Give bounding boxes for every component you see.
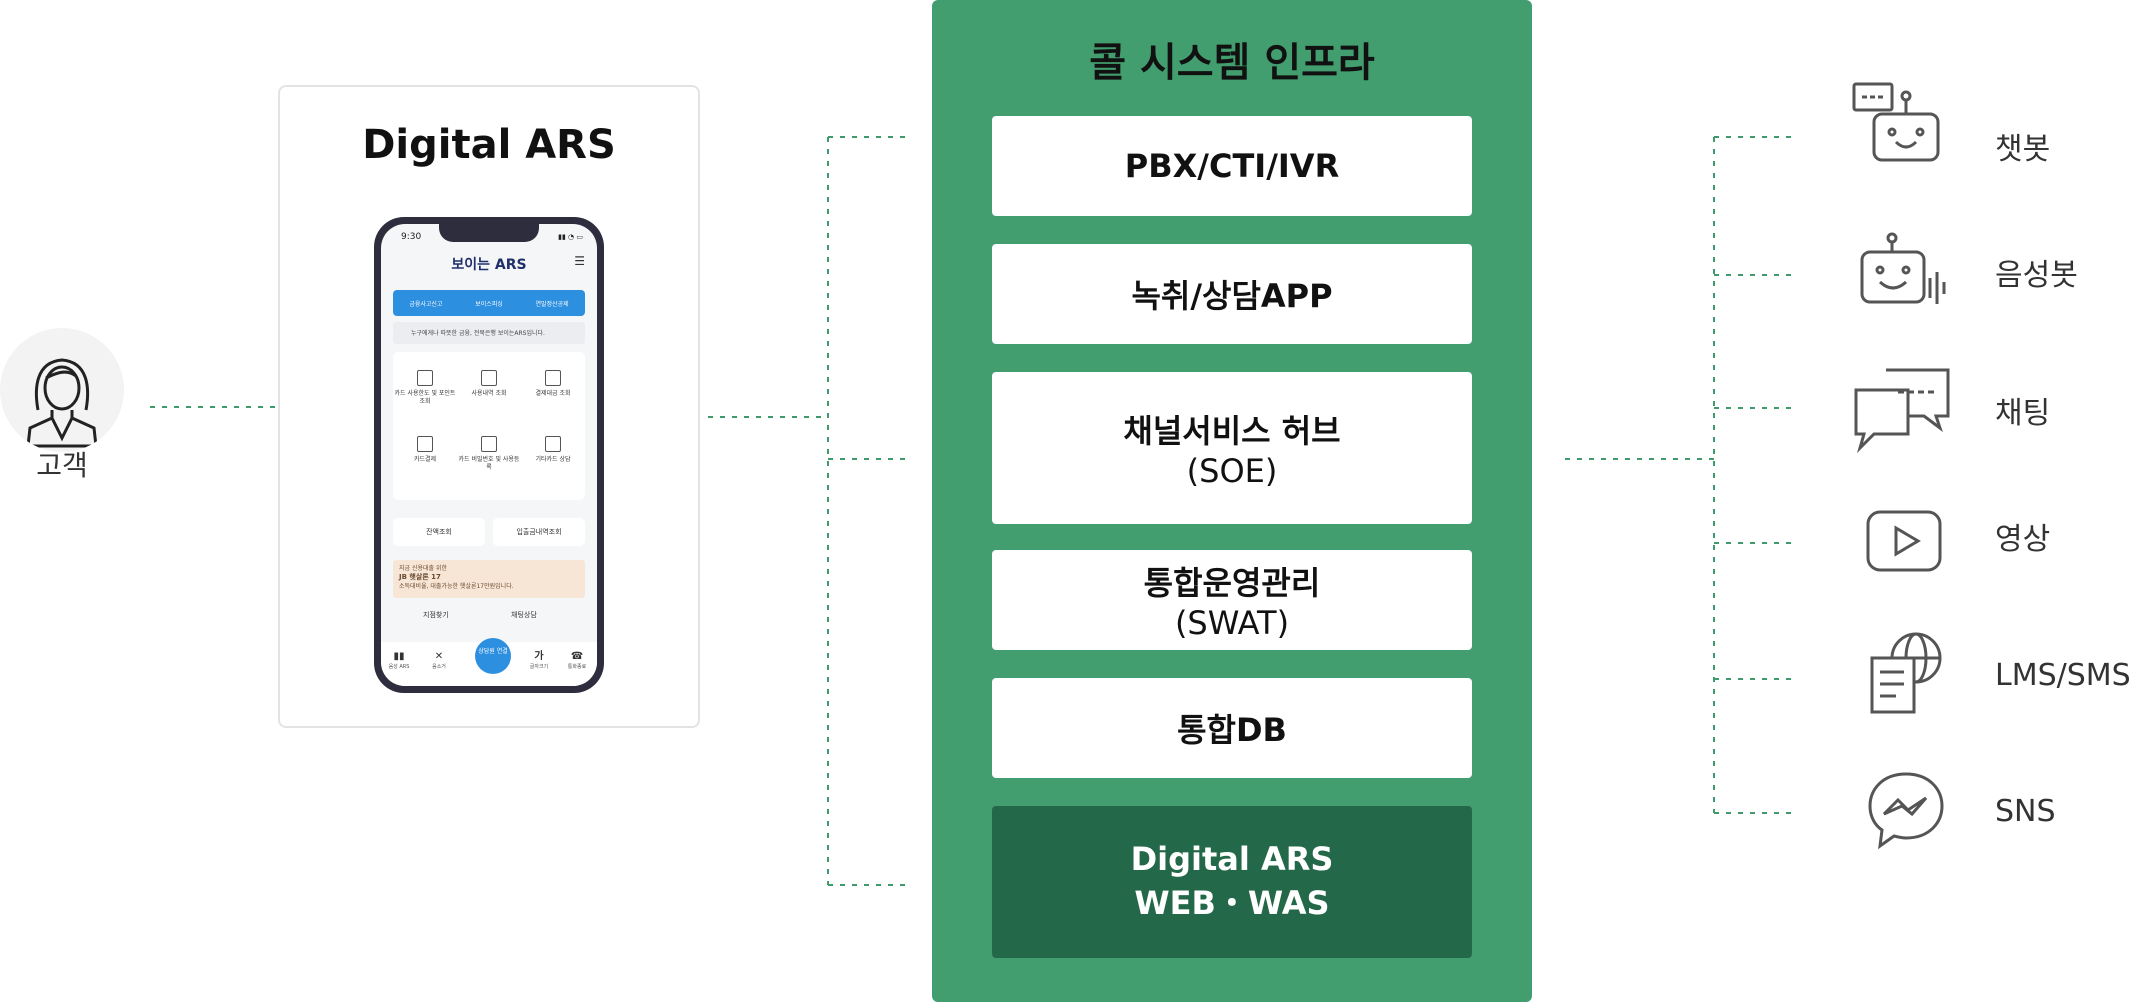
card-pay-icon [417, 436, 433, 452]
phone-screen: 9:30 ▮▮ ◔ ▭ 보이는 ARS ☰ 금융사고신고 보이스피싱 연말정산공… [381, 224, 597, 686]
service-item[interactable]: 카드 비밀번호 및 사용등록 [457, 436, 521, 472]
status-icons: ▮▮ ◔ ▭ [558, 233, 583, 241]
branch-link[interactable]: 지점찾기 [423, 611, 449, 619]
service-item[interactable]: 카드 사용한도 및 포인트 조회 [393, 370, 457, 406]
system-box-channel-hub: 채널서비스 허브 (SOE) [992, 372, 1472, 524]
system-box-pbx: PBX/CTI/IVR [992, 116, 1472, 216]
quick-history-button[interactable]: 입출금내역조회 [493, 518, 585, 546]
chat-bubbles-icon [1852, 364, 1952, 454]
service-item[interactable]: 기타카드 상담 [521, 436, 585, 464]
phone-notch [439, 224, 539, 242]
quick-balance-button[interactable]: 잔액조회 [393, 518, 485, 546]
channel-label-lms-sms: LMS/SMS [1995, 658, 2131, 693]
app-title: 보이는 ARS [451, 257, 527, 273]
menu-icon[interactable]: ☰ [574, 254, 585, 268]
service-item[interactable]: 카드결제 [393, 436, 457, 464]
customer-avatar [0, 328, 124, 452]
voicebot-icon [1852, 228, 1952, 318]
channel-label-voicebot: 음성봇 [1995, 258, 2078, 293]
nav-voice-ars[interactable]: ▮▮음성 ARS [388, 651, 410, 671]
call-system-title: 콜 시스템 인프라 [1089, 40, 1375, 86]
channel-label-chatting: 채팅 [1995, 396, 2051, 431]
system-box-db: 통합DB [992, 678, 1472, 778]
document-icon [481, 370, 497, 386]
messenger-icon [1852, 766, 1952, 856]
app-tab[interactable]: 연말정산공제 [535, 300, 569, 308]
status-time: 9:30 [401, 232, 422, 242]
system-box-recording: 녹취/상담APP [992, 244, 1472, 344]
phone-mockup: 9:30 ▮▮ ◔ ▭ 보이는 ARS ☰ 금융사고신고 보이스피싱 연말정산공… [374, 217, 604, 693]
app-tabbar: 금융사고신고 보이스피싱 연말정산공제 [393, 290, 585, 316]
channel-label-video: 영상 [1995, 522, 2051, 557]
app-notice: 누구에게나 따뜻한 금융, 전북은행 보이는ARS입니다. [393, 322, 585, 344]
card-help-icon [545, 436, 561, 452]
system-box-operations: 통합운영관리 (SWAT) [992, 550, 1472, 650]
message-globe-icon [1852, 628, 1952, 718]
service-item[interactable]: 사용내역 조회 [457, 370, 521, 398]
video-play-icon [1852, 498, 1952, 588]
channel-label-sns: SNS [1995, 794, 2056, 829]
service-grid: 카드 사용한도 및 포인트 조회 사용내역 조회 결제대금 조회 카드결제 카드… [393, 352, 585, 500]
woman-user-icon [22, 358, 102, 448]
chatbot-icon [1852, 80, 1952, 170]
customer-label: 고객 [36, 449, 88, 482]
lock-card-icon [481, 436, 497, 452]
promo-banner[interactable]: 지금 신용대출 위한 JB 햇살론 17 소득대비율, 대출가능한 햇살론17만… [393, 560, 585, 598]
chat-link[interactable]: 채팅상담 [511, 611, 537, 619]
nav-end-call[interactable]: ☎통화종료 [567, 651, 587, 671]
channel-label-chatbot: 챗봇 [1995, 132, 2051, 167]
nav-mute[interactable]: ✕음소거 [432, 651, 446, 671]
bill-icon [545, 370, 561, 386]
app-tab[interactable]: 금융사고신고 [409, 300, 443, 308]
nav-agent-button[interactable]: 상담원 연결 [475, 638, 511, 674]
service-item[interactable]: 결제대금 조회 [521, 370, 585, 398]
digital-ars-title: Digital ARS [362, 122, 616, 168]
app-tab[interactable]: 보이스피싱 [475, 300, 503, 308]
system-box-digital-ars-web: Digital ARS WEB・WAS [992, 806, 1472, 958]
card-icon [417, 370, 433, 386]
